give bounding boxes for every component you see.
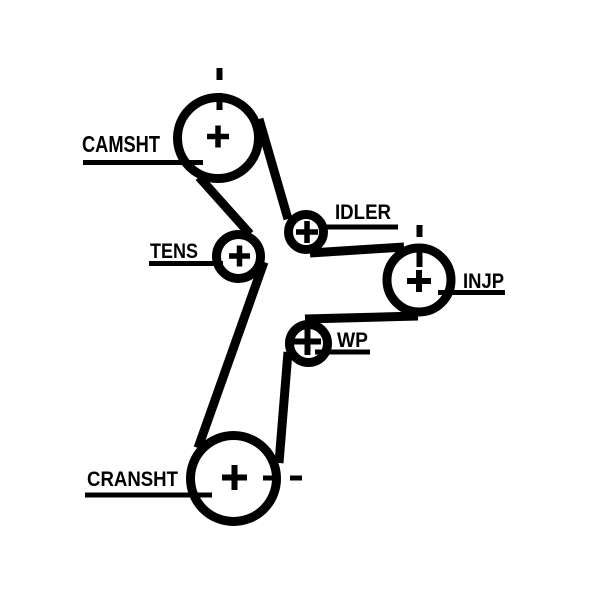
center-marks bbox=[207, 125, 431, 490]
crankshaft-center-mark bbox=[222, 465, 247, 490]
belt-run-tensioner-crankshaft bbox=[193, 260, 269, 450]
water-pump-label: WP bbox=[337, 329, 368, 352]
camshaft-center-mark bbox=[207, 125, 229, 148]
idler-center-mark bbox=[296, 221, 318, 243]
injection-pump-label: INJP bbox=[463, 270, 504, 293]
labels: CAMSHT TENS IDLER INJP WP CRANSHT bbox=[82, 131, 504, 491]
water-pump-center-mark bbox=[294, 329, 321, 355]
timing-belt bbox=[193, 117, 419, 464]
camshaft-label: CAMSHT bbox=[82, 131, 160, 157]
belt-run-waterpump-crankshaft bbox=[274, 351, 293, 464]
label-leader-lines bbox=[83, 160, 505, 498]
injection-pump-center-mark bbox=[407, 270, 431, 292]
tensioner-label: TENS bbox=[150, 240, 198, 263]
crankshaft-label: CRANSHT bbox=[87, 468, 178, 491]
belt-run-camshaft-tensioner bbox=[195, 173, 254, 238]
tensioner-center-mark bbox=[229, 245, 250, 267]
pulleys bbox=[173, 93, 456, 526]
timing-marks bbox=[216, 68, 423, 481]
belt-run-idler-injectionpump bbox=[309, 242, 405, 258]
belt-run-injectionpump-waterpump bbox=[304, 311, 419, 324]
belt-run-camshaft-idler bbox=[254, 117, 293, 221]
idler-label: IDLER bbox=[335, 201, 391, 224]
